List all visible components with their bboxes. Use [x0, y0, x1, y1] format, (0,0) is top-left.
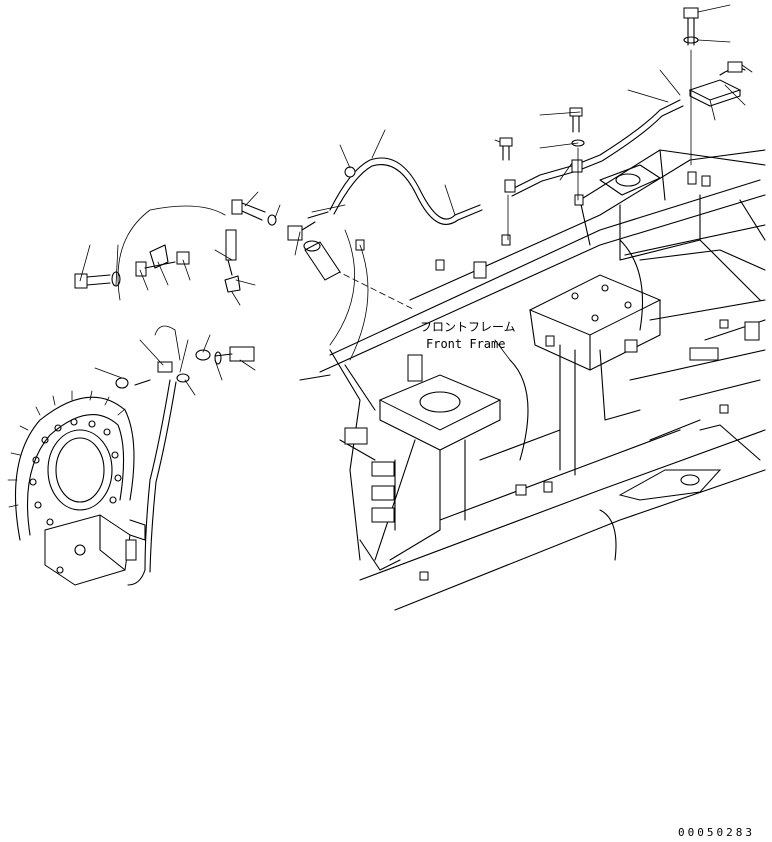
leader-lines	[79, 4, 753, 396]
swing-circle-assembly	[7, 325, 255, 586]
front-frame	[299, 149, 766, 611]
frame-label: フロントフレーム Front Frame	[420, 320, 516, 351]
grease-hose-assembly	[329, 7, 746, 241]
fittings-group	[74, 199, 341, 301]
drawing-number: 00050283	[678, 826, 755, 839]
bolt-holes	[29, 418, 122, 526]
frame-label-english: Front Frame	[426, 337, 505, 351]
frame-label-japanese: フロントフレーム	[420, 320, 516, 334]
